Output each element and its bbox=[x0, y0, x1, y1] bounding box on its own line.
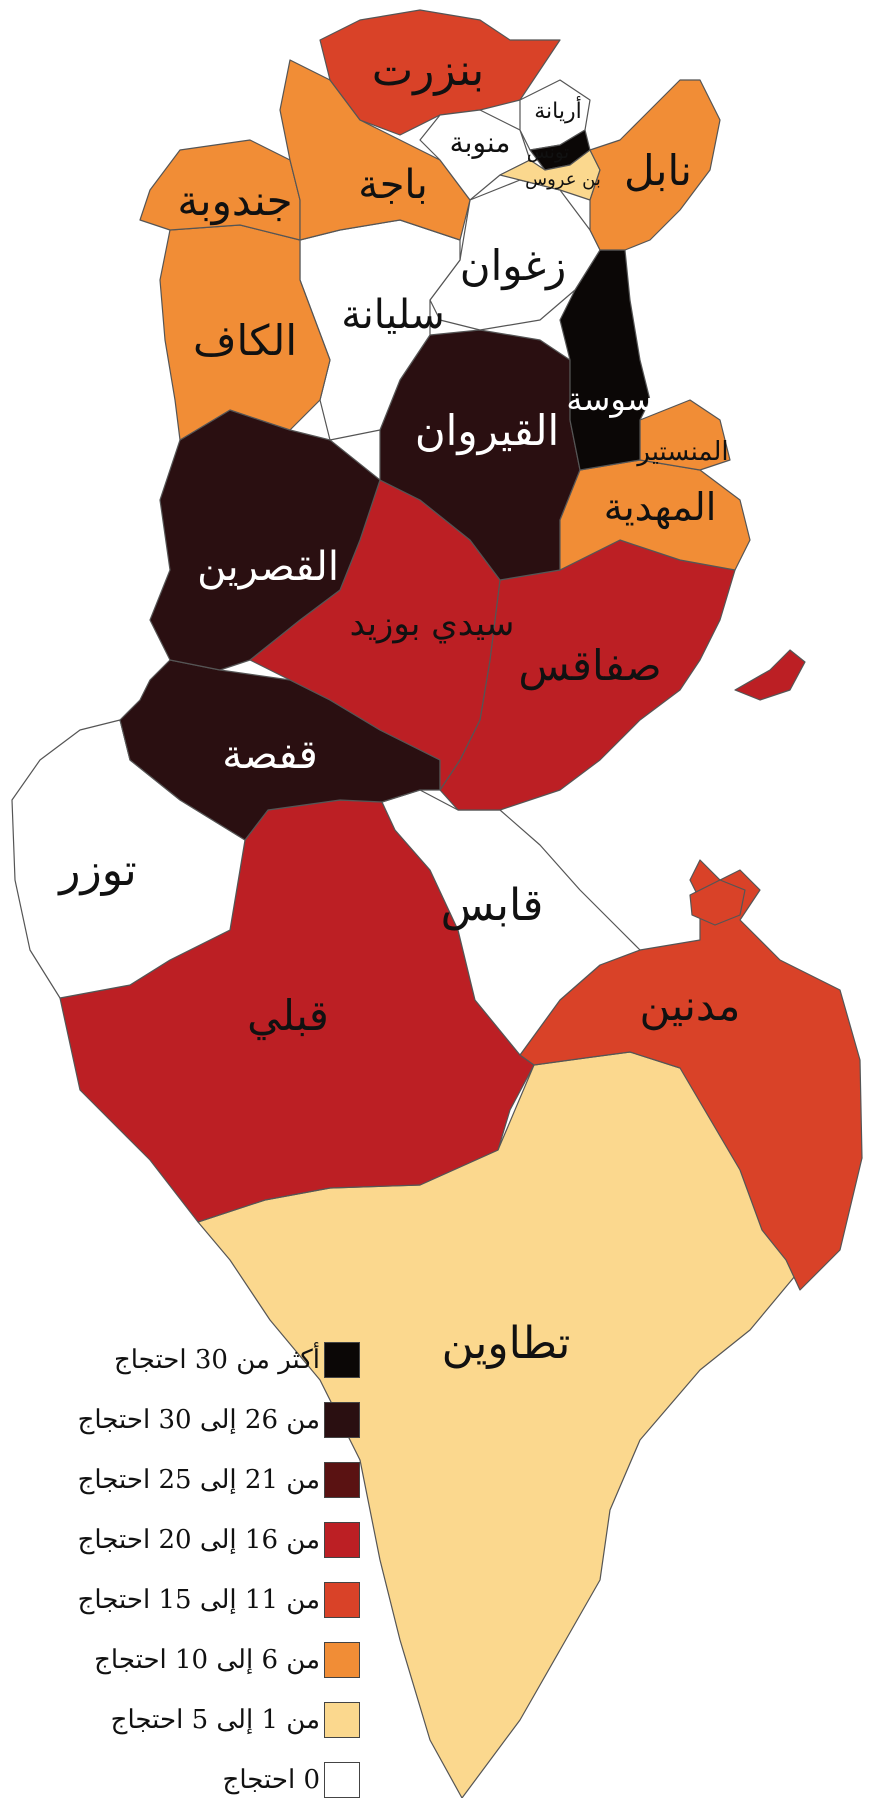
label-beja: باجة bbox=[358, 162, 428, 208]
region-tataouine[interactable] bbox=[197, 1051, 863, 1798]
region-djerba-island bbox=[689, 879, 746, 926]
label-gabes: قابس bbox=[441, 880, 544, 931]
legend-item: من 6 إلى 10 احتجاج bbox=[20, 1630, 360, 1690]
label-gafsa: قفصة bbox=[222, 732, 318, 778]
label-manouba: منوبة bbox=[450, 126, 511, 159]
legend-label: من 11 إلى 15 احتجاج bbox=[77, 1585, 320, 1615]
legend-label: أكثر من 30 احتجاج bbox=[113, 1345, 320, 1375]
legend-label: من 21 إلى 25 احتجاج bbox=[77, 1465, 320, 1495]
label-nabeul: نابل bbox=[624, 146, 692, 195]
label-sidi-bouzid: سيدي بوزيد bbox=[350, 604, 515, 644]
region-kasserine[interactable] bbox=[149, 409, 381, 671]
region-tozeur[interactable] bbox=[11, 719, 246, 999]
legend-label: من 1 إلى 5 احتجاج bbox=[110, 1705, 320, 1735]
legend-item: من 16 إلى 20 احتجاج bbox=[20, 1510, 360, 1570]
legend-item: من 11 إلى 15 احتجاج bbox=[20, 1570, 360, 1630]
legend-item: من 1 إلى 5 احتجاج bbox=[20, 1690, 360, 1750]
label-kasserine: القصرين bbox=[197, 544, 339, 590]
legend-item: من 21 إلى 25 احتجاج bbox=[20, 1450, 360, 1510]
label-medenine: مدنين bbox=[640, 981, 741, 1030]
region-kerkennah-island bbox=[734, 649, 806, 701]
label-tataouine: تطاوين bbox=[442, 1318, 571, 1369]
legend-item: أكثر من 30 احتجاج bbox=[20, 1330, 360, 1390]
legend-swatch bbox=[324, 1522, 360, 1558]
region-jendouba[interactable] bbox=[139, 139, 301, 241]
legend-item: 0 احتجاج bbox=[20, 1750, 360, 1810]
label-tozeur: توزر bbox=[57, 845, 136, 896]
label-siliana: سليانة bbox=[341, 292, 445, 338]
map-legend: أكثر من 30 احتجاج من 26 إلى 30 احتجاج من 2… bbox=[20, 1330, 360, 1810]
label-sfax: صفاقس bbox=[518, 641, 661, 690]
label-mahdia: المهدية bbox=[604, 485, 717, 530]
region-beja[interactable] bbox=[279, 59, 471, 241]
label-zaghouan: زغوان bbox=[460, 241, 566, 290]
legend-swatch bbox=[324, 1402, 360, 1438]
region-medenine[interactable] bbox=[519, 859, 863, 1291]
legend-item: من 26 إلى 30 احتجاج bbox=[20, 1390, 360, 1450]
region-sousse[interactable] bbox=[559, 249, 651, 471]
legend-swatch bbox=[324, 1462, 360, 1498]
legend-label: 0 احتجاج bbox=[222, 1765, 320, 1795]
legend-swatch bbox=[324, 1582, 360, 1618]
legend-label: من 6 إلى 10 احتجاج bbox=[94, 1645, 320, 1675]
label-kef: الكاف bbox=[193, 316, 297, 365]
region-kef[interactable] bbox=[159, 224, 331, 441]
region-nabeul[interactable] bbox=[589, 79, 721, 251]
label-sousse: سوسة bbox=[566, 380, 653, 418]
label-bizerte: بنزرت bbox=[372, 45, 484, 96]
label-kairouan: القيروان bbox=[415, 406, 559, 455]
label-jendouba: جندوبة bbox=[177, 176, 292, 225]
label-monastir: المنستير bbox=[635, 437, 728, 467]
legend-swatch bbox=[324, 1762, 360, 1798]
label-tunis: تونس bbox=[527, 142, 569, 163]
legend-label: من 26 إلى 30 احتجاج bbox=[77, 1405, 320, 1435]
label-ben-arous: بن عروس bbox=[525, 169, 601, 190]
legend-swatch bbox=[324, 1702, 360, 1738]
legend-swatch bbox=[324, 1642, 360, 1678]
label-ariana: أريانة bbox=[534, 96, 581, 124]
legend-swatch bbox=[324, 1342, 360, 1378]
label-kebili: قبلي bbox=[247, 991, 329, 1041]
region-bizerte[interactable] bbox=[319, 9, 561, 136]
legend-label: من 16 إلى 20 احتجاج bbox=[77, 1525, 320, 1555]
